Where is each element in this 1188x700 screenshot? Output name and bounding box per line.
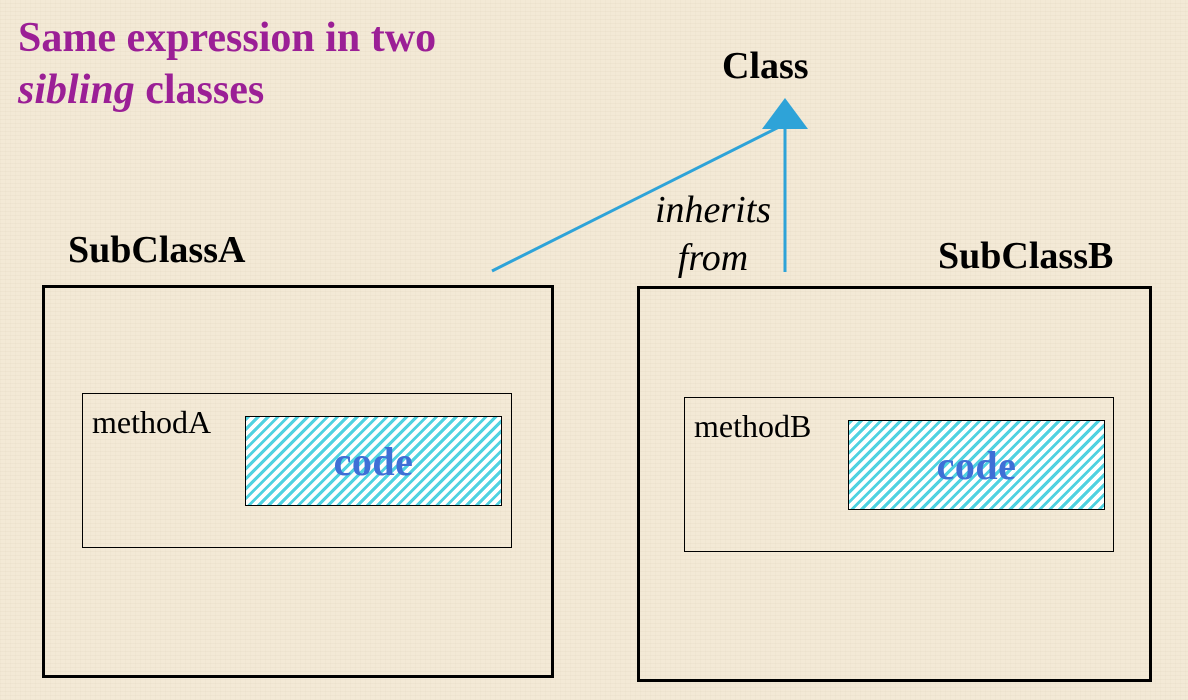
title-line-2-rest: classes <box>145 67 265 113</box>
subclass-b-box <box>637 286 1152 682</box>
arrow-line-from-subclass-a <box>491 122 786 273</box>
title-line-1: Same expression in two <box>18 15 437 61</box>
arrow-head-icon <box>762 98 808 129</box>
slide-title: Same expression in two sibling classes <box>18 12 436 116</box>
method-a-label: methodA <box>92 404 212 440</box>
subclass-b-label: SubClassB <box>938 235 1114 277</box>
title-emphasis: sibling <box>18 67 135 113</box>
subclass-a-box <box>42 285 554 678</box>
method-b-box <box>684 397 1114 552</box>
subclass-a-label: SubClassA <box>68 229 246 271</box>
code-block-b: code <box>848 420 1105 510</box>
inherits-from-label: inherits from <box>640 186 786 282</box>
title-line-2: sibling classes <box>18 64 436 116</box>
method-a-box <box>82 393 512 548</box>
code-a-label: code <box>333 438 414 484</box>
code-block-a: code <box>245 416 502 506</box>
superclass-label: Class <box>722 45 809 87</box>
code-b-label: code <box>936 442 1017 488</box>
inherits-label-line-2: from <box>677 237 749 279</box>
inherits-label-line-1: inherits <box>654 189 772 231</box>
method-b-label: methodB <box>694 408 812 444</box>
